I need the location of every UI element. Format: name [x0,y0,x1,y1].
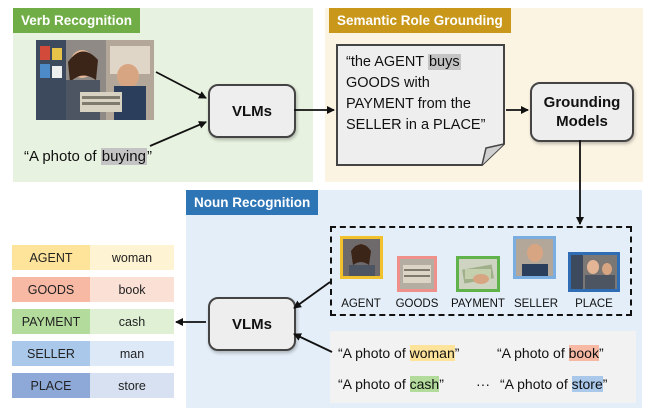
verb-recognition-title: Verb Recognition [13,8,141,33]
vlm-top-box: VLMs [208,84,296,138]
crop-payment [456,256,500,292]
result-row-goods: GOODS book [12,277,174,302]
semantic-role-grounding-title: Semantic Role Grounding [329,8,511,33]
doc-line-4: SELLER in a PLACE” [346,117,486,133]
noun-prompt-store: “A photo of store” [500,376,607,392]
noun-recognition-title: Noun Recognition [186,190,319,215]
crop-label-agent: AGENT [341,298,381,310]
grounding-models-box: Grounding Models [530,82,634,142]
crop-place [568,252,620,292]
prompt-suffix: ” [454,345,460,361]
prompt-word-woman: woman [409,345,455,361]
result-value-seller: man [90,341,174,366]
vlm-bottom-box: VLMs [208,297,296,351]
verb-caption-prefix: “A photo of [24,148,101,165]
grounding-label-line1: Grounding [543,94,621,111]
crop-seller [513,236,556,279]
result-row-agent: AGENT woman [12,245,174,270]
scene-photo [36,40,154,120]
prompt-word-store: store [571,376,603,392]
verb-caption-highlight: buying [100,148,147,165]
crop-label-goods: GOODS [395,298,439,310]
prompt-prefix: “A photo of [338,376,410,392]
crop-label-seller: SELLER [513,298,559,310]
prompt-document: “the AGENT buys GOODS with PAYMENT from … [336,44,506,167]
doc-verb-highlight: buys [427,54,461,70]
prompt-suffix: ” [439,376,444,392]
crop-label-payment: PAYMENT [451,298,505,310]
result-value-payment: cash [90,309,174,334]
crop-goods [397,256,437,292]
doc-line-2: GOODS with [346,75,430,91]
result-value-goods: book [90,277,174,302]
result-role-payment: PAYMENT [12,309,90,334]
grounding-label-line2: Models [556,113,608,130]
verb-caption: “A photo of buying” [24,148,152,165]
prompt-prefix: “A photo of [500,376,572,392]
noun-prompt-woman: “A photo of woman” [338,345,459,361]
result-role-goods: GOODS [12,277,90,302]
vlm-top-label: VLMs [231,102,272,120]
prompt-prefix: “A photo of [497,345,569,361]
result-row-seller: SELLER man [12,341,174,366]
result-value-place: store [90,373,174,398]
prompt-prefix: “A photo of [338,345,410,361]
result-row-place: PLACE store [12,373,174,398]
crop-agent [340,236,383,279]
doc-line-1: “the AGENT [346,54,428,70]
result-role-agent: AGENT [12,245,90,270]
noun-prompt-book: “A photo of book” [497,345,604,361]
noun-prompt-ellipsis: ··· [476,376,490,392]
prompt-suffix: ” [602,376,608,392]
doc-line-3: PAYMENT from the [346,96,471,112]
prompt-word-cash: cash [409,376,440,392]
result-value-agent: woman [90,245,174,270]
prompt-word-book: book [568,345,599,361]
noun-prompts-area [330,331,636,403]
prompt-document-text: “the AGENT buys GOODS with PAYMENT from … [346,52,485,136]
noun-prompt-cash: “A photo of cash” [338,376,444,392]
crops-container [330,226,632,316]
result-role-seller: SELLER [12,341,90,366]
verb-caption-suffix: ” [146,148,152,165]
result-row-payment: PAYMENT cash [12,309,174,334]
result-role-place: PLACE [12,373,90,398]
vlm-bottom-label: VLMs [231,315,272,333]
prompt-suffix: ” [598,345,604,361]
crop-label-place: PLACE [575,298,613,310]
